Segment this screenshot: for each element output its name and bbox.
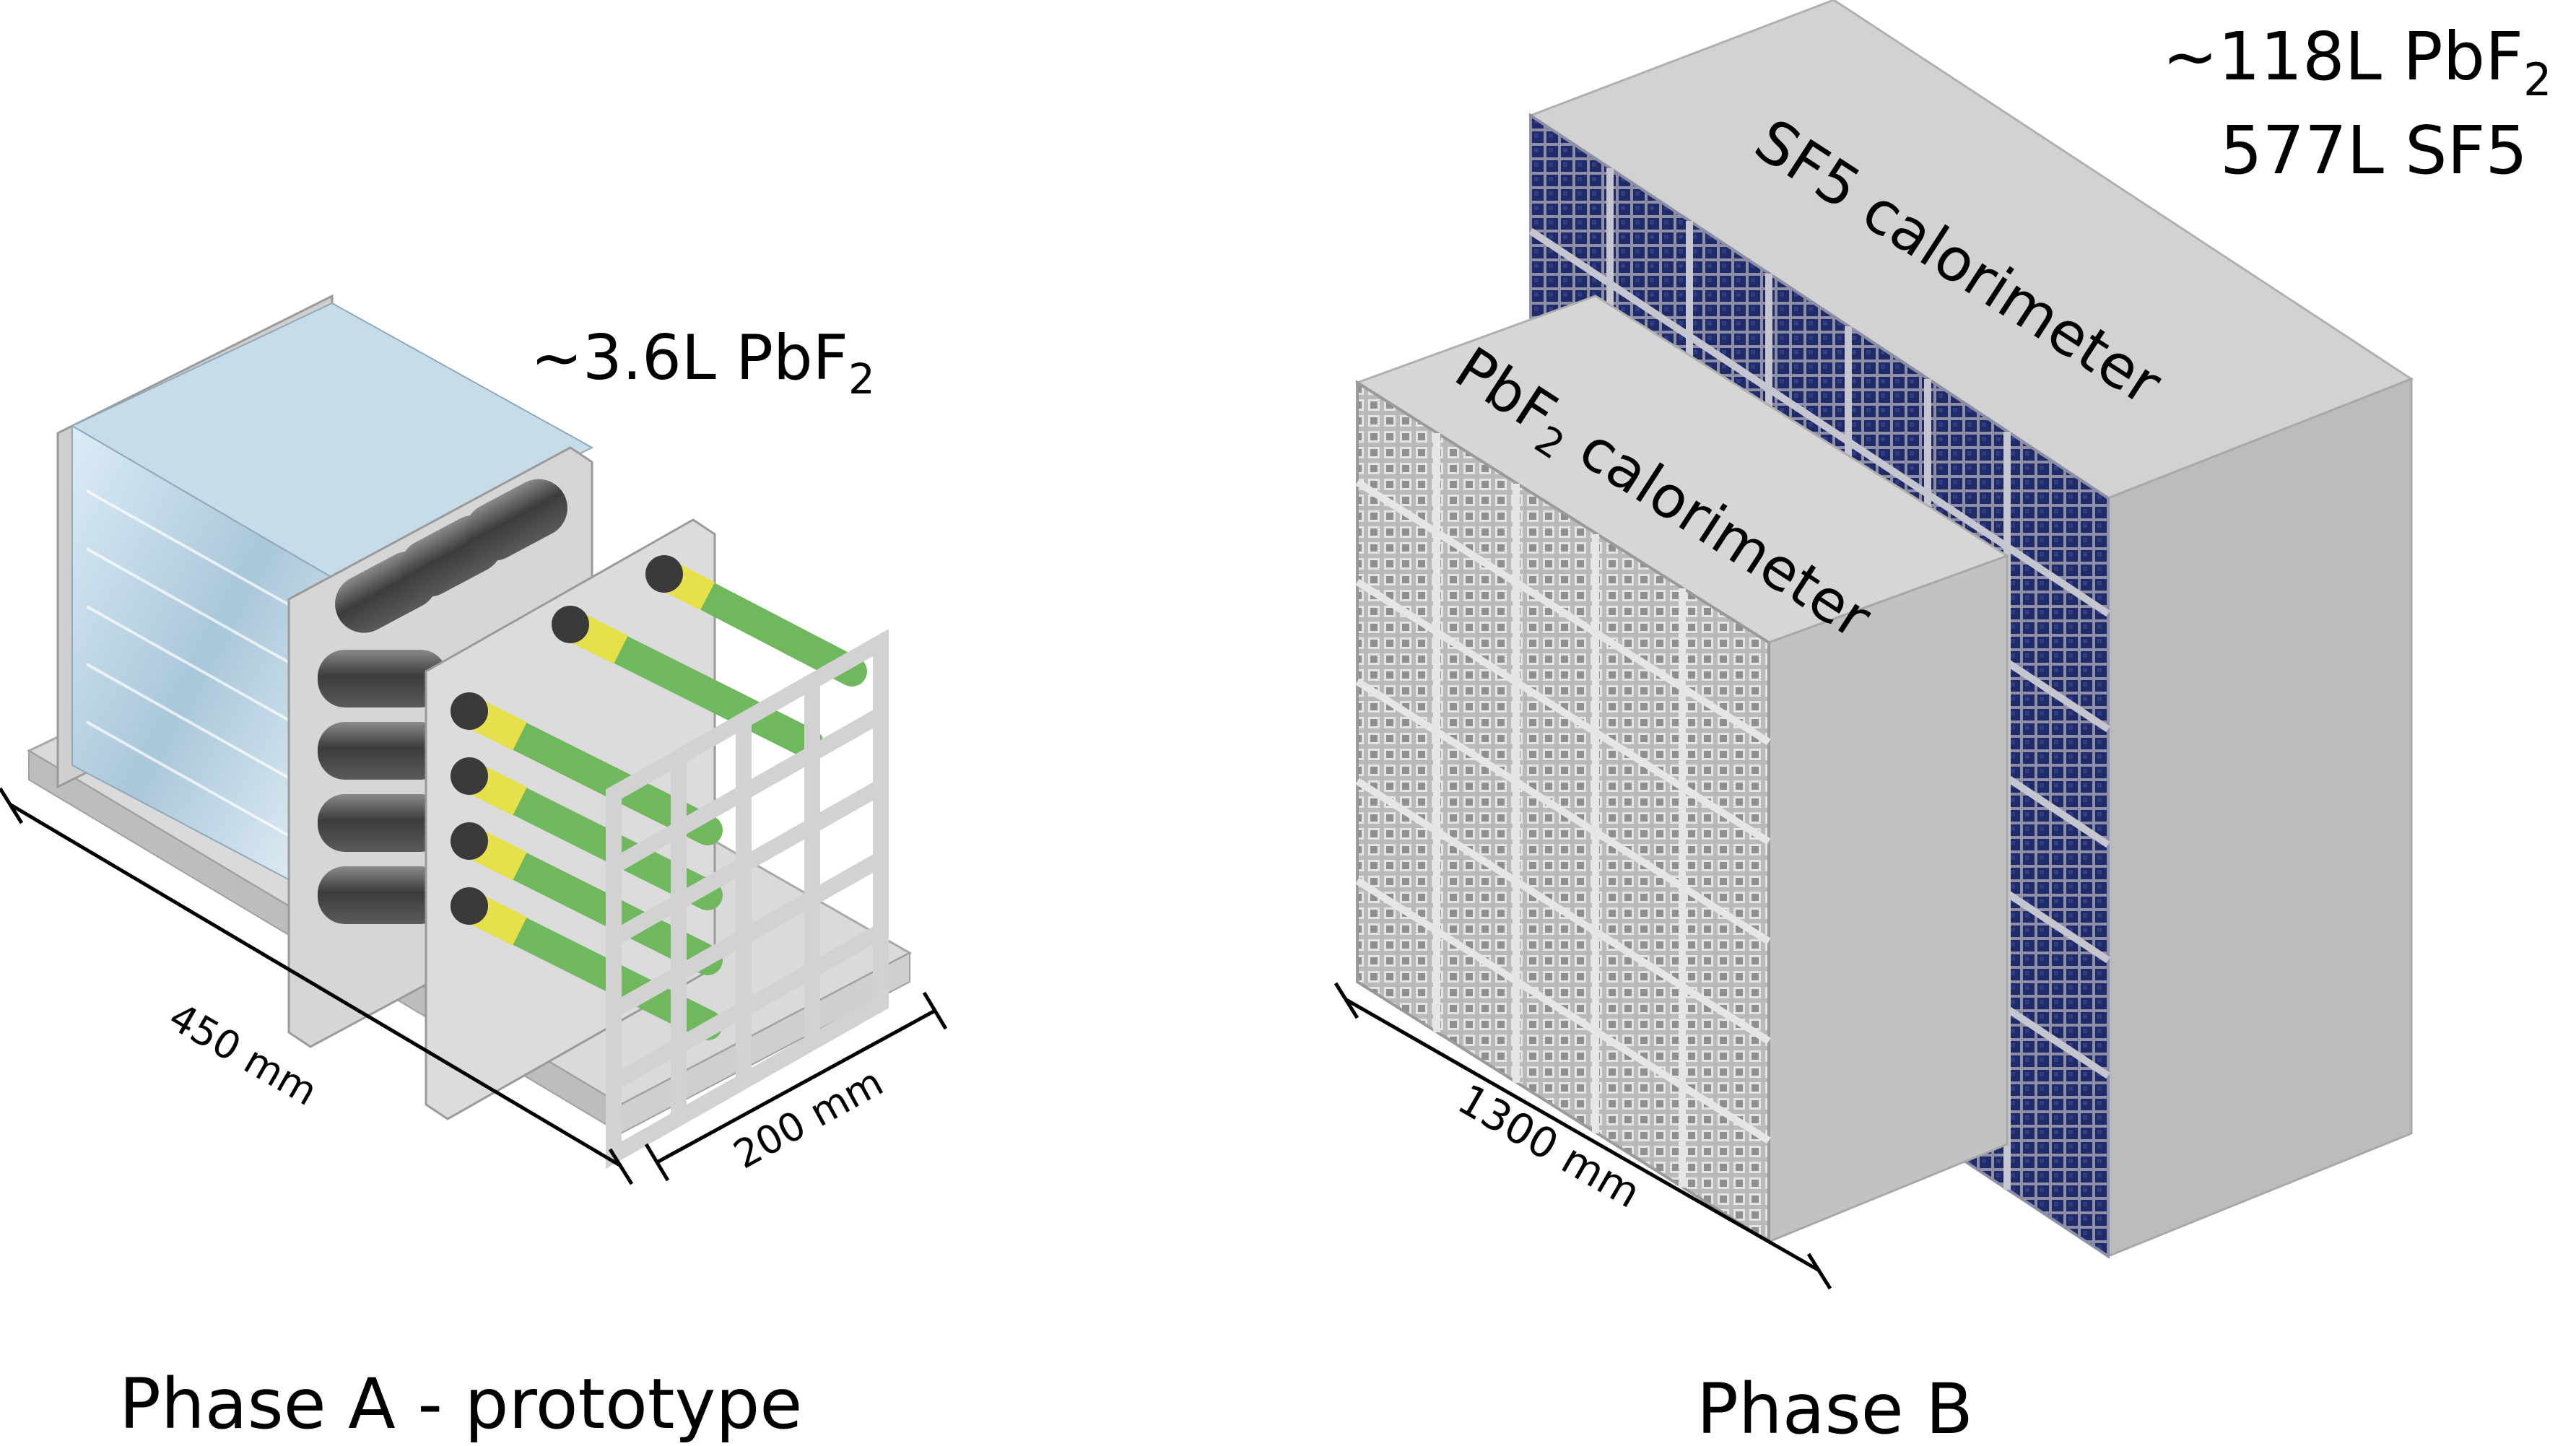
pmt-array bbox=[318, 479, 567, 924]
phase-b-volume-sf5: 577L SF5 bbox=[2220, 112, 2528, 189]
phase-b: SF5 calorimeter PbF2 calorimeter 1300 mm… bbox=[1333, 0, 2551, 1446]
support-grid bbox=[606, 629, 889, 1169]
pbf2-module-dividers bbox=[1355, 433, 1771, 1188]
subscript: 2 bbox=[848, 354, 875, 404]
subscript: 2 bbox=[2523, 53, 2551, 106]
phase-a-volume: ~3.6L PbF2 bbox=[531, 322, 875, 404]
phase-b-title: Phase B bbox=[1697, 1369, 1973, 1446]
crystal-bars bbox=[86, 489, 318, 853]
phase-a-title: Phase A - prototype bbox=[119, 1364, 802, 1445]
pbf2-block-side bbox=[1767, 554, 2009, 1244]
dimension-1300 bbox=[1333, 982, 1832, 1290]
phase-a-prototype: 450 mm 200 mm ~3.6L PbF2 Phase A - proto… bbox=[0, 294, 948, 1445]
pmt-column bbox=[318, 650, 448, 924]
dimension-450 bbox=[0, 787, 634, 1185]
pmt-row bbox=[335, 479, 567, 633]
dimension-200 bbox=[644, 991, 948, 1182]
phase-b-volume-pbf2: ~118L PbF2 bbox=[2162, 18, 2551, 106]
sf5-block-side bbox=[2107, 377, 2413, 1258]
cables bbox=[451, 555, 867, 1040]
